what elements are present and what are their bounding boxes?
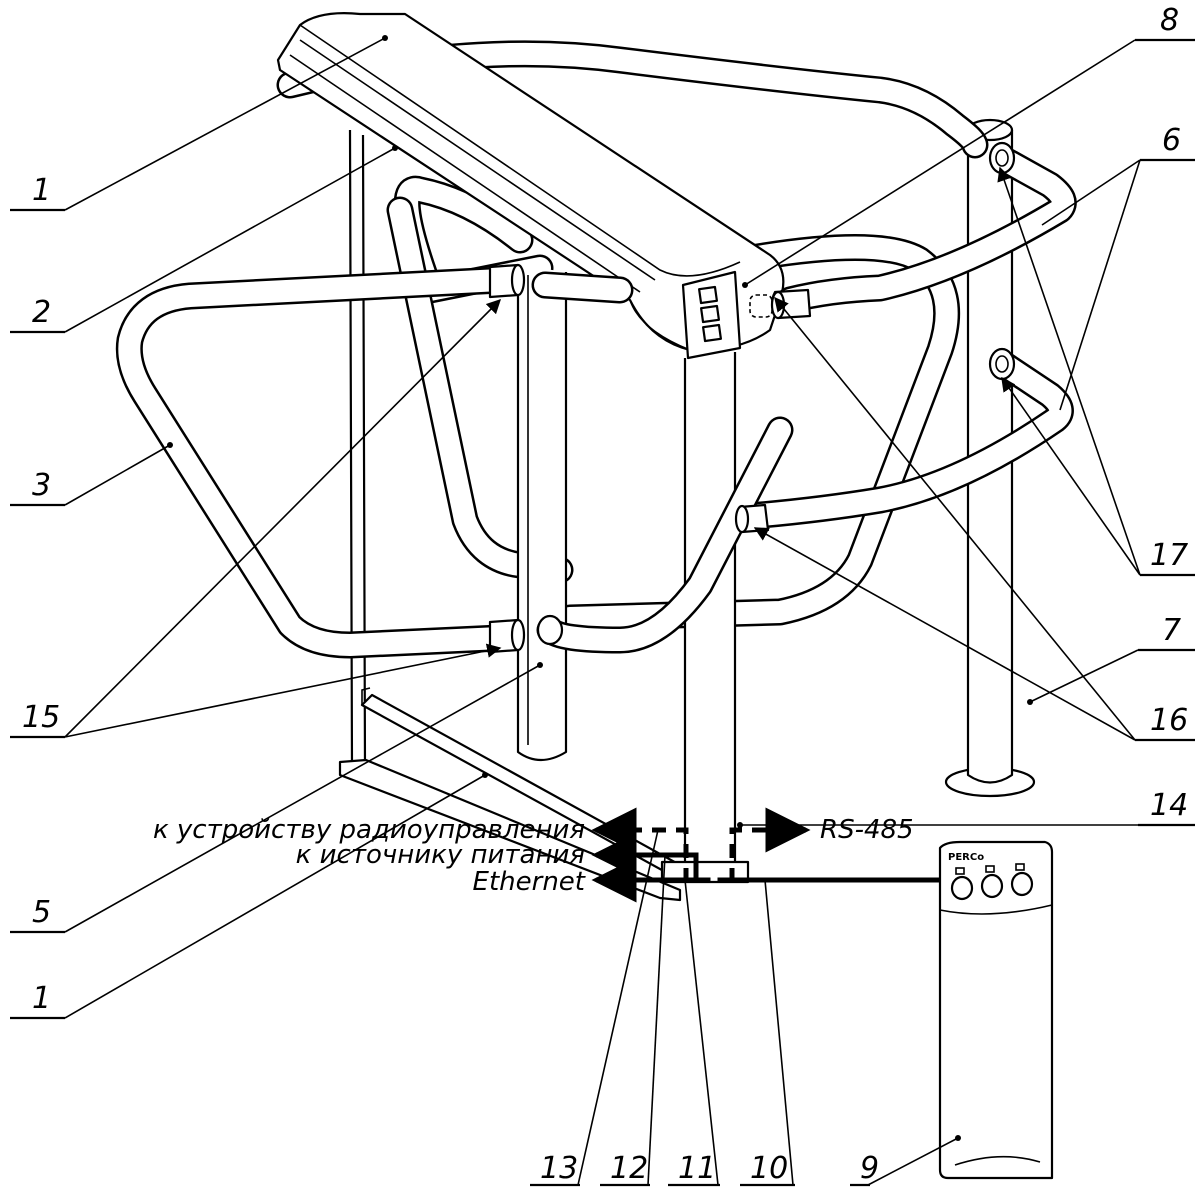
callout-15: 15: [22, 700, 60, 735]
arm-cap-far-upper: [988, 141, 1016, 175]
rotor-shaft: [516, 265, 568, 762]
callout-16: 16: [1150, 703, 1188, 738]
label-ethernet: Ethernet: [473, 867, 586, 897]
callout-14: 14: [1150, 788, 1188, 823]
callout-3: 2: [32, 295, 51, 330]
indication-panel: [681, 270, 773, 360]
arm-cap-far-lower: [988, 347, 1016, 381]
cable-rs485: [729, 827, 790, 882]
rotor-arm-front: [115, 266, 634, 659]
leader-lines: [64, 35, 1141, 1186]
callout-13: 13: [540, 1151, 578, 1186]
top-housing: [276, 12, 785, 352]
arm-cap-right-lower: [734, 503, 770, 534]
controller-brand: PERCo: [948, 852, 984, 863]
cable-controller: [717, 877, 945, 883]
callout-2: 1: [32, 173, 51, 208]
remote-controller: PERCo: [938, 840, 1054, 1180]
callout-10: 10: [750, 1151, 788, 1186]
label-radio: к устройству радиоуправления: [153, 815, 585, 845]
callout-8: 8: [1160, 3, 1179, 38]
callout-5: 5: [32, 895, 51, 930]
callout-1: 1: [32, 981, 51, 1016]
callout-6: 6: [1162, 123, 1181, 158]
connection-labels: к устройству радиоуправления к источнику…: [153, 815, 914, 897]
callout-11: 11: [678, 1151, 716, 1186]
callout-4: 3: [32, 468, 51, 503]
cables: [591, 807, 945, 903]
callout-17: 17: [1150, 538, 1188, 573]
cable-ethernet: [605, 877, 711, 883]
callout-12: 12: [610, 1151, 648, 1186]
arm-cap-lower-left: [488, 618, 526, 654]
callout-7: 7: [1162, 613, 1181, 648]
callouts: 1 2 3 15 5 1 8 6 17 7 16 14 13 12 11 10 …: [10, 3, 1195, 1187]
label-rs485: RS-485: [820, 815, 914, 845]
arm-cap-right-upper: [770, 288, 812, 320]
controller-button-3: [1010, 871, 1034, 897]
callout-9: 9: [860, 1151, 879, 1186]
controller-button-2: [980, 873, 1004, 899]
arm-cap-upper-left: [488, 263, 526, 299]
controller-button-1: [950, 875, 974, 901]
label-power: к источнику питания: [296, 840, 585, 870]
rotor-arms-right: [536, 146, 1077, 654]
